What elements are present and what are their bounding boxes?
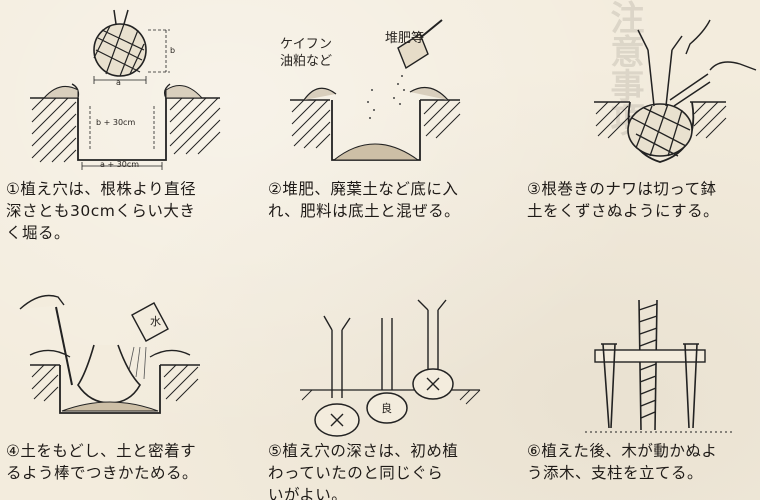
step-number-2: ②	[268, 180, 283, 198]
label-a: a	[116, 78, 121, 87]
illustration-step-1: a b b + 30cm a + 30cm	[20, 9, 250, 175]
step-number-5: ⑤	[268, 442, 283, 460]
caption-step-5: ⑤植え穴の深さは、初め植 わっていたのと同じぐら いがよい。	[268, 440, 528, 500]
step-text-6: 植えた後、木が動かぬよ う添木、支柱を立てる。	[527, 442, 718, 482]
label-b-plus-30: b + 30cm	[96, 118, 136, 127]
caption-step-2: ②堆肥、廃葉土など底に入 れ、肥料は底土と混ぜる。	[268, 178, 528, 222]
step-text-4: 土をもどし、土と密着す るよう棒でつきかためる。	[6, 442, 199, 482]
illustration-step-3	[560, 10, 760, 175]
illustration-step-2: ケイフン 油粕など 堆肥等	[270, 10, 470, 175]
step-text-1: 植え穴は、根株より直径 深さとも30cmくらい大き く堀る。	[6, 180, 197, 242]
cut-rope-illustration	[594, 19, 757, 163]
caption-step-4: ④土をもどし、土と密着す るよう棒でつきかためる。	[6, 440, 251, 484]
compost-illustration	[290, 19, 461, 161]
label-good: 良	[381, 402, 392, 415]
caption-step-6: ⑥植えた後、木が動かぬよ う添木、支柱を立てる。	[527, 440, 759, 484]
illustration-step-6	[585, 299, 735, 440]
stakes-illustration	[585, 299, 735, 433]
step-number-3: ③	[527, 180, 542, 198]
depth-comparison-illustration	[300, 299, 481, 437]
step-text-3: 根巻きのナワは切って鉢 土をくずさぬようにする。	[527, 180, 720, 220]
illustration-step-4: 水	[10, 285, 220, 435]
label-water: 水	[150, 315, 161, 328]
caption-step-3: ③根巻きのナワは切って鉢 土をくずさぬようにする。	[527, 178, 759, 222]
label-keifun: ケイフン 油粕など	[280, 37, 333, 69]
dig-hole-illustration	[30, 9, 221, 170]
step-number-1: ①	[6, 180, 21, 198]
illustration-step-5: 良	[290, 299, 490, 440]
step-number-6: ⑥	[527, 442, 542, 460]
label-b: b	[170, 46, 176, 55]
step-text-2: 堆肥、廃葉土など底に入 れ、肥料は底土と混ぜる。	[268, 180, 461, 220]
label-taihi: 堆肥等	[385, 31, 425, 46]
caption-step-1: ①植え穴は、根株より直径 深さとも30cmくらい大き く堀る。	[6, 178, 251, 244]
tamp-soil-illustration	[19, 294, 200, 414]
step-number-4: ④	[6, 442, 21, 460]
label-a-plus-30: a + 30cm	[100, 160, 140, 169]
step-text-5: 植え穴の深さは、初め植 わっていたのと同じぐら いがよい。	[268, 442, 459, 500]
